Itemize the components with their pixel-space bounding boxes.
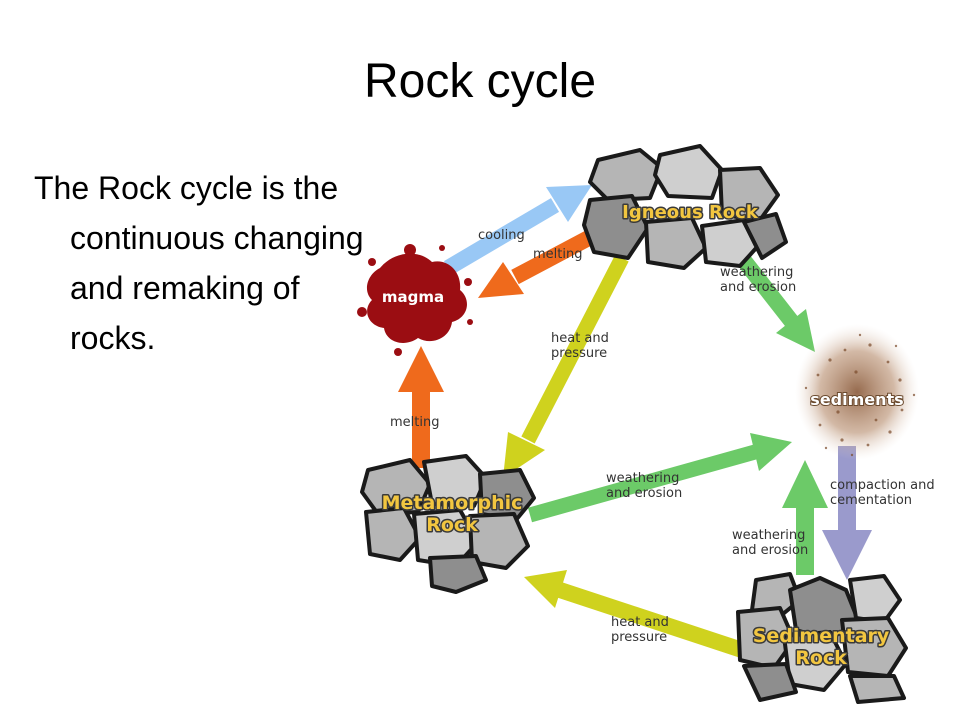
sediments-node: sediments <box>795 324 919 460</box>
heat-pressure-arrow-igneous <box>503 254 629 478</box>
heat-label-sed-2: pressure <box>611 630 667 645</box>
metamorphic-label-line2: Rock <box>426 514 478 536</box>
weathering-arrow-sedimentary <box>782 460 828 575</box>
weathering-label-sed-2: and erosion <box>732 543 808 558</box>
weathering-label-meta-2: and erosion <box>606 486 682 501</box>
igneous-rock-node: Igneous Rock <box>582 144 788 270</box>
sedimentary-label-line2: Rock <box>795 647 847 669</box>
melting-arrow-left <box>398 346 444 468</box>
magma-node: magma <box>357 244 473 356</box>
sedimentary-label-line1: Sedimentary <box>753 625 890 647</box>
weathering-label-meta-1: weathering <box>606 471 679 486</box>
compaction-label-2: cementation <box>830 493 912 508</box>
sedimentary-rock-node: Sedimentary Rock <box>736 572 908 704</box>
weathering-arrow-metamorphic <box>527 433 792 523</box>
cooling-arrow <box>443 185 592 275</box>
metamorphic-label-line1: Metamorphic <box>382 492 523 514</box>
heat-label-sed-1: heat and <box>611 615 669 630</box>
compaction-label-1: compaction and <box>830 478 935 493</box>
metamorphic-rock-node: Metamorphic Rock <box>360 454 536 594</box>
slide-body-text: The Rock cycle is the continuous changin… <box>34 170 364 356</box>
sediments-label: sediments <box>810 390 903 409</box>
melting-label-top: melting <box>533 247 582 262</box>
weathering-label-igneous-2: and erosion <box>720 280 796 295</box>
compaction-arrow <box>822 446 872 580</box>
cooling-label: cooling <box>478 228 525 243</box>
weathering-label-igneous-1: weathering <box>720 265 793 280</box>
weathering-label-sed-1: weathering <box>732 528 805 543</box>
heat-label-igneous-2: pressure <box>551 346 607 361</box>
slide-title: Rock cycle <box>363 55 597 108</box>
heat-pressure-arrow-sedimentary <box>524 570 751 660</box>
heat-label-igneous-1: heat and <box>551 331 609 346</box>
magma-label: magma <box>382 288 444 306</box>
melting-label-left: melting <box>390 415 439 430</box>
weathering-arrow-igneous <box>735 253 815 352</box>
melting-arrow-top <box>478 224 604 298</box>
igneous-rock-label: Igneous Rock <box>622 202 759 223</box>
